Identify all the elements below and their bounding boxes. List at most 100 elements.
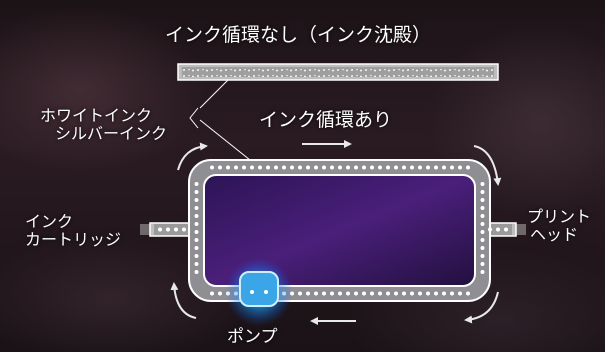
ink-particle <box>354 165 358 170</box>
ink-particle <box>194 182 199 186</box>
ink-particles <box>158 165 508 296</box>
ink-particle <box>226 165 230 170</box>
ink-particle <box>480 182 485 186</box>
ink-particle <box>158 227 162 232</box>
ink-particle <box>418 291 422 296</box>
ink-particle <box>480 222 485 226</box>
ink-particle <box>298 291 302 296</box>
ink-particle <box>378 291 382 296</box>
sediment-particles <box>182 67 494 77</box>
ink-particle <box>166 227 170 232</box>
ink-particle <box>322 165 326 170</box>
ink-particle <box>194 246 199 250</box>
ink-particle <box>362 291 366 296</box>
pump-dot <box>264 290 268 294</box>
ink-particle <box>480 230 485 234</box>
ink-particle <box>386 165 390 170</box>
ink-particle <box>194 262 199 266</box>
ink-particle <box>346 291 350 296</box>
ink-particle <box>450 291 454 296</box>
ink-particle <box>194 230 199 234</box>
ink-particle <box>174 227 178 232</box>
ink-particle <box>418 165 422 170</box>
ink-particle <box>306 291 310 296</box>
ink-particle <box>394 291 398 296</box>
ink-particle <box>322 291 326 296</box>
ink-particle <box>298 165 302 170</box>
ink-particle <box>402 291 406 296</box>
ink-particle <box>330 165 334 170</box>
pump-label: ポンプ <box>227 327 278 347</box>
ink-particle <box>290 165 294 170</box>
ink-particle <box>402 165 406 170</box>
arrow-curve-bottom-left <box>170 282 197 319</box>
ink-particle <box>194 222 199 226</box>
ink-particle <box>442 165 446 170</box>
head-stub <box>512 224 526 235</box>
ink-particle <box>410 291 414 296</box>
print-head-label-2: ヘッド <box>530 225 579 244</box>
callout-bracket <box>189 107 199 129</box>
ink-particle <box>458 291 462 296</box>
ink-particle <box>480 198 485 202</box>
ink-particle <box>218 165 222 170</box>
pump-body <box>239 271 279 307</box>
ink-particle <box>466 165 470 170</box>
ink-particle <box>394 165 398 170</box>
ink-particle <box>234 165 238 170</box>
callout-line-top <box>199 79 229 109</box>
ink-cartridge-label-1: インク <box>25 212 74 231</box>
ink-particle <box>488 227 492 232</box>
ink-particle <box>480 262 485 266</box>
ink-particle <box>250 165 254 170</box>
ink-particle <box>194 238 199 242</box>
ink-particle <box>386 291 390 296</box>
no-circulation-label: インク循環なし（インク沈殿） <box>165 24 432 46</box>
pump-dot <box>250 290 254 294</box>
ink-particle <box>480 270 485 274</box>
ink-particle <box>458 165 462 170</box>
ink-particle <box>274 165 278 170</box>
ink-particle <box>450 165 454 170</box>
ink-particle <box>480 190 485 194</box>
ink-particle <box>266 165 270 170</box>
ink-particle <box>426 291 430 296</box>
ink-particle <box>194 270 199 274</box>
ink-particle <box>182 227 186 232</box>
ink-particle <box>338 291 342 296</box>
ink-particle <box>306 165 310 170</box>
cartridge-stub <box>140 224 154 235</box>
white-ink-label: ホワイトインク <box>40 106 153 125</box>
ink-particle <box>194 190 199 194</box>
arrow-curve-top-right <box>473 145 502 186</box>
ink-particle <box>378 165 382 170</box>
ink-particle <box>426 165 430 170</box>
ink-particle <box>480 254 485 258</box>
silver-ink-label: シルバーインク <box>55 124 168 143</box>
ink-cartridge-label-2: カートリッジ <box>25 230 122 249</box>
ink-particle <box>434 291 438 296</box>
arrow-curve-bottom-right <box>464 291 499 324</box>
ink-particle <box>194 214 199 218</box>
ink-particle <box>194 254 199 258</box>
ink-particle <box>194 206 199 210</box>
ink-particle <box>210 291 214 296</box>
ink-particle <box>466 291 470 296</box>
ink-particle <box>480 246 485 250</box>
ink-particle <box>434 165 438 170</box>
ink-particle <box>282 165 286 170</box>
circulation-inner-panel <box>203 174 476 287</box>
ink-particle <box>242 165 246 170</box>
ink-particle <box>218 291 222 296</box>
ink-particle <box>210 165 214 170</box>
ink-particle <box>410 165 414 170</box>
ink-particle <box>480 214 485 218</box>
ink-particle <box>442 291 446 296</box>
arrow-curve-top-left <box>177 142 208 171</box>
ink-particle <box>370 291 374 296</box>
ink-particle <box>370 165 374 170</box>
ink-particle <box>338 165 342 170</box>
ink-particle <box>496 227 500 232</box>
